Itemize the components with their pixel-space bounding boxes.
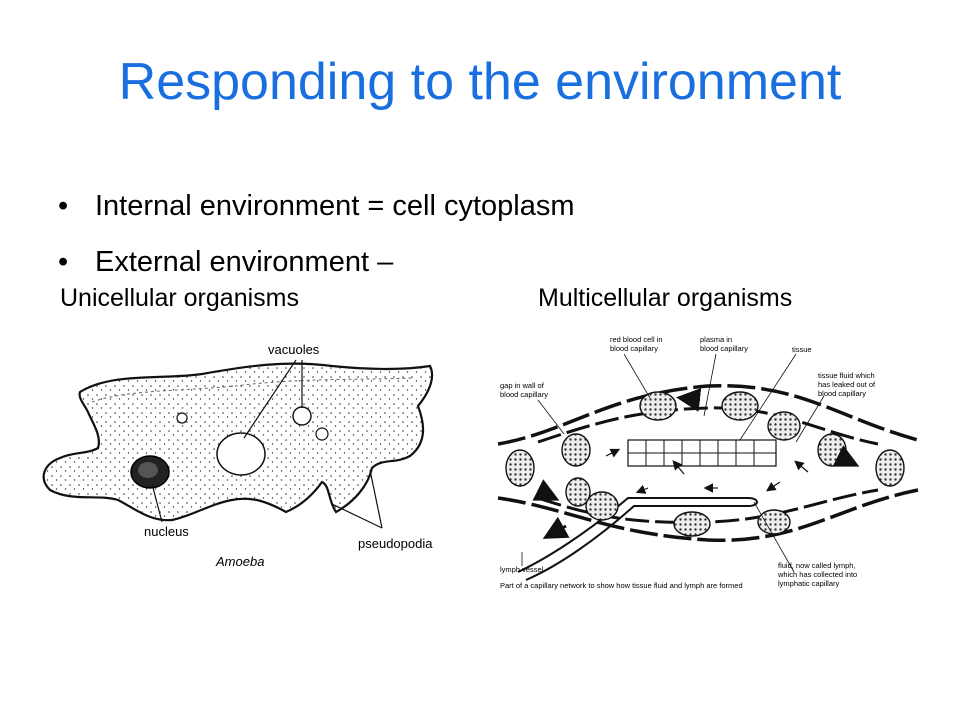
small-vacuole [315, 427, 329, 441]
small-vacuole [176, 412, 188, 424]
red-blood-cell [505, 449, 535, 487]
lymph-label: fluid, now called lymph, which has colle… [777, 561, 859, 588]
unicellular-heading: Unicellular organisms [60, 284, 299, 312]
red-blood-cell [875, 449, 905, 487]
pseudopodia-label: pseudopodia [358, 536, 433, 551]
tissue-fluid-label: tissue fluid which has leaked out of blo… [818, 371, 877, 398]
bullet-text: Internal environment = cell cytoplasm [95, 190, 575, 222]
red-blood-cell [565, 477, 591, 507]
capillary-network-diagram: red blood cell in blood capillary plasma… [497, 335, 919, 590]
red-blood-cell [673, 511, 711, 537]
plasma-label: plasma in blood capillary [700, 335, 748, 353]
bullet-dot-icon: • [58, 246, 69, 278]
bullet-item: • External environment – [58, 234, 575, 290]
tissue-label: tissue [792, 345, 812, 354]
red-blood-cell [767, 411, 801, 441]
red-blood-cell [757, 509, 791, 535]
tissue-cells [627, 439, 777, 467]
multicellular-heading: Multicellular organisms [538, 284, 793, 312]
red-blood-cell [817, 433, 847, 467]
red-blood-cell [721, 391, 759, 421]
gap-label: gap in wall of blood capillary [500, 381, 548, 399]
red-blood-cell-label: red blood cell in blood capillary [610, 335, 665, 353]
bullet-item: • Internal environment = cell cytoplasm [58, 178, 575, 234]
amoeba-diagram: vacuoles nucleus pseudopodia Amoeba [42, 342, 433, 569]
slide-title: Responding to the environment [118, 53, 842, 111]
red-blood-cell [585, 491, 619, 521]
lymph-vessel-label: lymph vessel [500, 565, 544, 574]
bullet-text: External environment – [95, 246, 394, 278]
capillary-caption: Part of a capillary network to show how … [500, 581, 743, 590]
vacuoles-label: vacuoles [268, 342, 320, 357]
bullet-list: • Internal environment = cell cytoplasm •… [58, 178, 575, 290]
bullet-dot-icon: • [58, 190, 69, 222]
large-vacuole [216, 432, 266, 476]
red-blood-cell [561, 433, 591, 467]
amoeba-caption: Amoeba [215, 554, 264, 569]
nucleus-label: nucleus [144, 524, 189, 539]
small-vacuole [292, 406, 312, 426]
red-blood-cell [639, 391, 677, 421]
